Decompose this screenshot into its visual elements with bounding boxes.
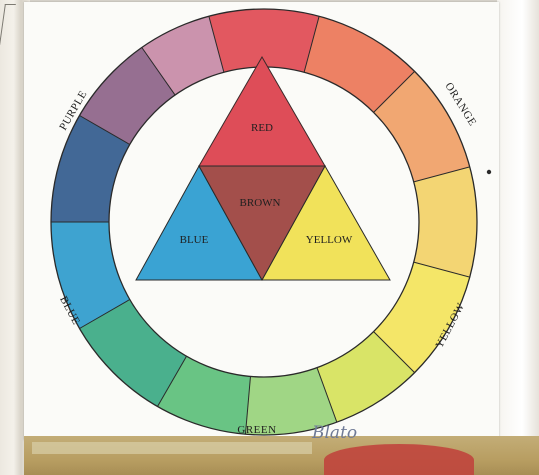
handwritten-note: Blato xyxy=(311,423,357,443)
yellow-triangle-label: YELLOW xyxy=(306,234,353,246)
ink-dot xyxy=(487,170,491,174)
yellow-orange-segment xyxy=(414,167,477,277)
brown-triangle-label: BROWN xyxy=(240,197,281,209)
blue-triangle-label: BLUE xyxy=(180,234,209,246)
red-triangle-label: RED xyxy=(251,122,273,134)
green-ring-label: GREEN xyxy=(237,424,276,436)
